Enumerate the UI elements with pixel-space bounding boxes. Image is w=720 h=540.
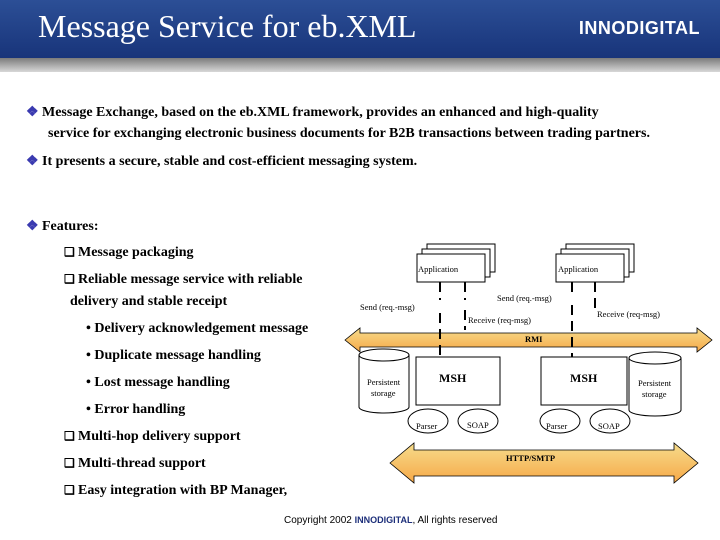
feature-item: ❑Easy integration with BP Manager, [64, 483, 288, 498]
bullet-2-text: It presents a secure, stable and cost-ef… [42, 154, 418, 169]
feature-item: ❑Message packaging [64, 245, 194, 260]
soap-label-left: SOAP [467, 420, 489, 430]
parser-label-left: Parser [416, 421, 438, 431]
company-logo: INNODIGITAL [578, 18, 700, 38]
footer-suffix: , All rights reserved [412, 515, 498, 526]
sub-feature-item: • Duplicate message handling [86, 348, 261, 363]
parser-label-right: Parser [546, 421, 568, 431]
footer-copyright: Copyright 2002 INNODIGITAL, All rights r… [284, 515, 497, 526]
storage-label-left-1: Persistent [367, 377, 401, 387]
slide-title: Message Service for eb.XML [38, 8, 417, 44]
sub-feature-item: • Error handling [86, 402, 186, 417]
storage-label-right-2: storage [642, 389, 667, 399]
rmi-label: RMI [525, 334, 543, 344]
application-box-right [555, 243, 635, 283]
application-label-right: Application [558, 264, 599, 274]
msh-label-left: MSH [439, 371, 467, 385]
checkbox-bullet-icon: ❑ [64, 483, 75, 497]
feature-item-continued: delivery and stable receipt [70, 294, 228, 309]
footer-logo: INNODIGITAL [354, 515, 413, 525]
msh-label-right: MSH [570, 371, 598, 385]
features-heading: Features: [42, 219, 99, 234]
receive-label-right: Receive (req-msg) [597, 309, 661, 319]
diamond-bullet-icon: ❖ [26, 219, 39, 234]
feature-item: ❑Multi-thread support [64, 456, 206, 471]
bullet-2: ❖It presents a secure, stable and cost-e… [26, 153, 417, 170]
feature-item: ❑Multi-hop delivery support [64, 429, 241, 444]
send-label-left: Send (req.-msg) [360, 302, 415, 312]
checkbox-bullet-icon: ❑ [64, 272, 75, 286]
bullet-1: ❖Message Exchange, based on the eb.XML f… [26, 104, 599, 121]
application-box-left [416, 243, 496, 283]
application-label-left: Application [418, 264, 459, 274]
send-label-right: Send (req.-msg) [497, 293, 552, 303]
checkbox-bullet-icon: ❑ [64, 429, 75, 443]
storage-label-left-2: storage [371, 388, 396, 398]
diamond-bullet-icon: ❖ [26, 105, 39, 120]
bullet-1-line-1: Message Exchange, based on the eb.XML fr… [42, 105, 599, 120]
http-smtp-label: HTTP/SMTP [506, 453, 556, 463]
checkbox-bullet-icon: ❑ [64, 245, 75, 259]
footer-prefix: Copyright 2002 [284, 515, 352, 526]
diamond-bullet-icon: ❖ [26, 154, 39, 169]
checkbox-bullet-icon: ❑ [64, 456, 75, 470]
feature-item: ❑Reliable message service with reliable [64, 272, 303, 287]
sub-feature-item: • Lost message handling [86, 375, 230, 390]
header-shadow [0, 58, 720, 72]
storage-label-right-1: Persistent [638, 378, 672, 388]
bullet-3: ❖Features: [26, 218, 99, 235]
sub-feature-item: • Delivery acknowledgement message [86, 321, 309, 336]
header-bar: Message Service for eb.XML INNODIGITAL [0, 0, 720, 58]
receive-label-mid: Receive (req-msg) [468, 315, 532, 325]
bullet-1-line-2: service for exchanging electronic busine… [48, 126, 650, 141]
soap-label-right: SOAP [598, 421, 620, 431]
http-smtp-arrow [389, 442, 699, 484]
